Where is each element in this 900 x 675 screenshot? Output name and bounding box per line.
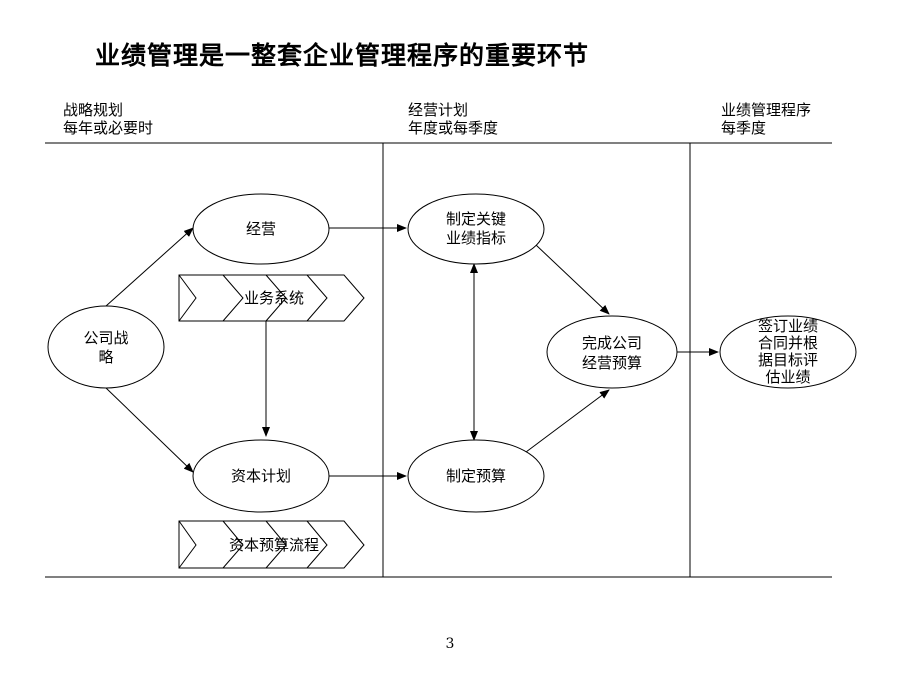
node-capital-plan: 资本计划 [192, 439, 330, 513]
node-set-budget: 制定预算 [407, 439, 545, 513]
node-label: 签订业绩 [758, 317, 818, 335]
node-company-strategy: 公司战 略 [47, 305, 165, 389]
column-name: 战略规划 [63, 101, 124, 119]
column-frequency: 年度或每季度 [408, 119, 499, 137]
node-label: 经营 [246, 220, 276, 238]
node-set-kpi: 制定关键 业绩指标 [407, 193, 545, 265]
arrow-budget-to-complete-budget [521, 389, 610, 456]
page-title: 业绩管理是一整套企业管理程序的重要环节 [95, 41, 590, 70]
node-label: 资本计划 [231, 467, 291, 485]
node-label: 完成公司 [582, 334, 642, 352]
column-header-strategy: 战略规划 每年或必要时 [63, 101, 153, 137]
column-header-performance-process: 业绩管理程序 每季度 [721, 101, 811, 137]
process-label: 业务系统 [244, 289, 304, 307]
node-label: 公司战 [83, 329, 128, 347]
process-bar-capital-budget-flow: 资本预算流程 [178, 520, 365, 569]
column-frequency: 每年或必要时 [63, 119, 154, 137]
node-label: 业绩指标 [446, 229, 506, 247]
node-operations: 经营 [192, 193, 330, 265]
node-sign-contract: 签订业绩 合同并根 据目标评 估业绩 [719, 315, 857, 389]
arrow-strategy-to-operations [105, 227, 194, 307]
process-label: 资本预算流程 [229, 536, 319, 554]
process-bar-business-system: 业务系统 [178, 274, 365, 322]
column-name: 经营计划 [408, 101, 469, 119]
node-label: 估业绩 [765, 368, 810, 386]
node-label: 经营预算 [582, 354, 642, 372]
node-label: 合同并根 [758, 334, 818, 352]
arrow-kpi-to-complete-budget [535, 244, 610, 315]
arrow-strategy-to-capital-plan [105, 387, 194, 473]
node-label: 制定预算 [446, 467, 506, 485]
node-complete-budget: 完成公司 经营预算 [546, 315, 678, 389]
node-label: 据目标评 [758, 351, 818, 369]
page-number: 3 [445, 636, 455, 652]
node-label: 略 [98, 348, 113, 366]
node-label: 制定关键 [446, 210, 506, 228]
column-name: 业绩管理程序 [721, 101, 812, 119]
column-frequency: 每季度 [721, 119, 767, 137]
column-header-operating-plan: 经营计划 年度或每季度 [408, 101, 498, 137]
